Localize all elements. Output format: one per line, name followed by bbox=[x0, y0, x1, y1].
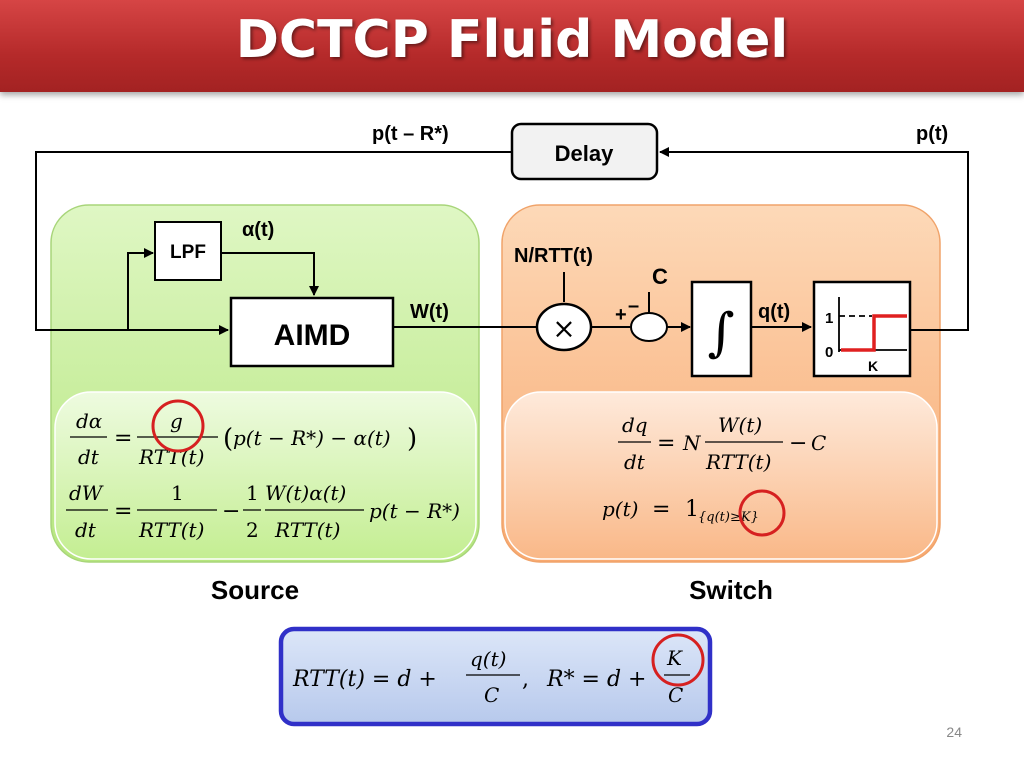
highlight-circle-g bbox=[151, 399, 205, 453]
lpf-label: LPF bbox=[170, 242, 206, 263]
source-equations-panel bbox=[54, 391, 477, 560]
svg-text:=: = bbox=[114, 499, 132, 524]
summation-node bbox=[630, 312, 668, 342]
svg-text:dq: dq bbox=[622, 413, 648, 437]
svg-text:g: g bbox=[170, 409, 183, 433]
step-zero-label: 0 bbox=[825, 344, 833, 361]
alpha-label: α(t) bbox=[242, 219, 274, 241]
highlight-circle-k-switch bbox=[738, 489, 786, 537]
slide-title: DCTCP Fluid Model bbox=[235, 10, 789, 70]
svg-text:RTT(t): RTT(t) bbox=[138, 518, 204, 542]
highlight-circle-k-rtt bbox=[651, 633, 705, 687]
step-function-curve bbox=[841, 314, 907, 352]
svg-text:dt: dt bbox=[75, 518, 97, 542]
rtt-equation-box bbox=[278, 626, 713, 727]
svg-text:1: 1 bbox=[685, 497, 699, 522]
svg-text:RTT(t) = d +: RTT(t) = d + bbox=[292, 667, 437, 692]
svg-text:C: C bbox=[811, 431, 826, 455]
svg-text:q(t): q(t) bbox=[470, 647, 506, 671]
marking-label: p(t) bbox=[916, 123, 948, 145]
minus-sign: – bbox=[628, 295, 639, 317]
feedback-line-left bbox=[35, 151, 512, 331]
svg-text:(: ( bbox=[223, 424, 233, 454]
nrtt-label: N/RTT(t) bbox=[514, 245, 593, 267]
svg-text:−: − bbox=[789, 431, 807, 456]
page-number: 24 bbox=[946, 724, 962, 740]
alpha-line bbox=[221, 252, 319, 296]
lpf-input-line bbox=[127, 248, 154, 330]
svg-text:2: 2 bbox=[246, 518, 259, 542]
title-bar bbox=[0, 0, 1024, 92]
svg-text:1: 1 bbox=[246, 481, 259, 505]
svg-text:C: C bbox=[668, 683, 683, 707]
queue-label: q(t) bbox=[758, 301, 790, 323]
svg-text:=: = bbox=[652, 497, 670, 522]
delay-label: Delay bbox=[555, 141, 614, 166]
multiply-symbol: × bbox=[552, 312, 575, 345]
svg-text:=: = bbox=[114, 426, 132, 451]
svg-text:−: − bbox=[222, 499, 240, 524]
marking-equation: p(t) = 1 {q(t)≥K} bbox=[602, 497, 759, 525]
delayed-marking-label: p(t – R*) bbox=[372, 123, 449, 145]
svg-text:p(t): p(t) bbox=[602, 497, 638, 521]
step-function-block bbox=[812, 280, 912, 378]
svg-text:K: K bbox=[666, 646, 683, 670]
svg-text:R* = d +: R* = d + bbox=[546, 667, 647, 692]
svg-text:dt: dt bbox=[78, 445, 100, 469]
window-label: W(t) bbox=[410, 301, 449, 323]
switch-equations-panel bbox=[504, 391, 938, 560]
svg-text:1: 1 bbox=[171, 481, 184, 505]
svg-text:RTT(t): RTT(t) bbox=[274, 518, 340, 542]
step-one-label: 1 bbox=[825, 310, 833, 327]
integral-symbol: ∫ bbox=[707, 303, 734, 363]
svg-text:{q(t)≥K}: {q(t)≥K} bbox=[698, 510, 759, 525]
aimd-label: AIMD bbox=[274, 319, 351, 352]
svg-text:,: , bbox=[522, 667, 529, 692]
alpha-equation: dα dt = g RTT(t) ( p(t − R*) − α(t) ) bbox=[70, 409, 417, 469]
capacity-label: C bbox=[652, 264, 668, 289]
source-label: Source bbox=[211, 575, 299, 605]
svg-text:dW: dW bbox=[69, 481, 104, 505]
svg-text:RTT(t): RTT(t) bbox=[705, 450, 771, 474]
svg-text:p(t − R*) − α(t): p(t − R*) − α(t) bbox=[233, 426, 391, 450]
svg-text:): ) bbox=[407, 424, 417, 454]
plus-sign: + bbox=[615, 304, 627, 326]
svg-text:p(t − R*): p(t − R*) bbox=[369, 499, 460, 523]
feedback-line-right bbox=[659, 147, 969, 331]
lpf-block bbox=[154, 221, 222, 281]
window-equation: dW dt = 1 RTT(t) − 1 2 W(t)α(t) RTT(t) p… bbox=[66, 481, 460, 542]
rtt-equation: RTT(t) = d + q(t) C , R* = d + K C bbox=[292, 646, 690, 707]
switch-label: Switch bbox=[689, 575, 773, 605]
delay-block bbox=[510, 122, 659, 181]
svg-text:C: C bbox=[484, 683, 499, 707]
integrator-block bbox=[690, 280, 753, 378]
svg-text:=: = bbox=[657, 431, 675, 456]
svg-text:dt: dt bbox=[624, 450, 646, 474]
svg-text:dα: dα bbox=[76, 409, 103, 433]
svg-text:N: N bbox=[682, 431, 702, 455]
step-threshold-label: K bbox=[868, 358, 878, 374]
svg-text:W(t): W(t) bbox=[718, 413, 762, 437]
aimd-block bbox=[229, 296, 395, 368]
queue-equation: dq dt = N W(t) RTT(t) − C bbox=[618, 413, 826, 474]
svg-text:W(t)α(t): W(t)α(t) bbox=[265, 481, 346, 505]
